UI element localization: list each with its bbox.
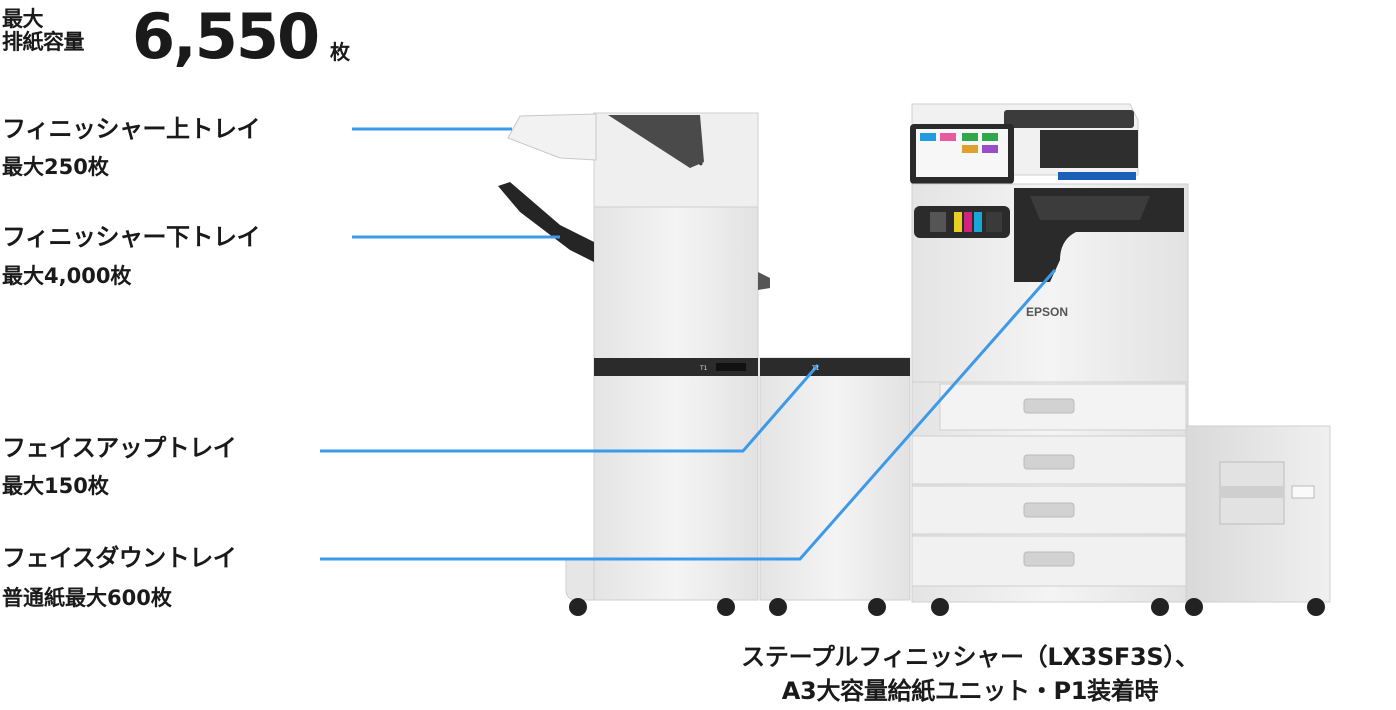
total-capacity-unit: 枚 (330, 40, 350, 64)
total-capacity-value: 6,550 (132, 0, 320, 73)
tray-face-up-capacity: 最大150枚 (2, 474, 109, 498)
finisher-lower-tray (498, 182, 594, 262)
callout-face-down-tray (320, 269, 1057, 561)
output-capacity-label: 排紙容量 (2, 30, 85, 54)
large-capacity-feeder (1185, 425, 1331, 616)
tray-lower-name: フィニッシャー下トレイ (2, 223, 261, 251)
max-label: 最大 (2, 7, 44, 31)
main-printer: EPSON (910, 103, 1189, 616)
tray-lower-capacity: 最大4,000枚 (2, 264, 132, 288)
tray-face-down-name: フェイスダウントレイ (2, 544, 237, 572)
finisher-unit (498, 112, 770, 616)
tray-face-down-capacity: 普通紙最大600枚 (2, 586, 172, 610)
brand-logo: EPSON (1026, 305, 1068, 319)
tray-id-label: T1 (699, 365, 708, 372)
tray-upper-capacity: 最大250枚 (2, 155, 109, 179)
tray-upper-name: フィニッシャー上トレイ (2, 115, 261, 143)
finisher-upper-tray (507, 113, 597, 161)
tray-face-up-name: フェイスアップトレイ (2, 434, 237, 462)
caption-line-2: A3大容量給紙ユニット・P1装着時 (781, 677, 1159, 705)
caption-line-1: ステープルフィニッシャー（LX3SF3S）、 (741, 643, 1199, 671)
callout-face-up-tray (320, 364, 820, 453)
tray-id-label: T1 (811, 365, 820, 372)
side-paper-unit (759, 357, 911, 616)
